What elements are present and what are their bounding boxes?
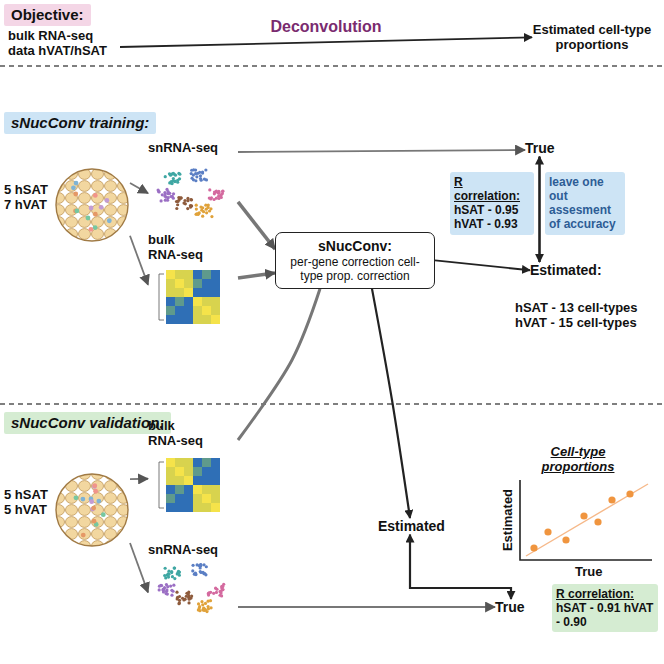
connector-arrow [410,535,511,599]
diagram-node: Estimated cell-type proportions [532,22,652,53]
node-text: snRNA-seq [148,542,238,557]
node-text: Estimated: [530,262,602,279]
connector-arrow [130,478,148,480]
node-text: bulk RNA-seq [148,418,210,449]
connector-arrow [538,157,541,262]
diagram-node: leave one out assesment of accuracy [545,172,625,235]
diagram-node: bulk RNA-seq data hVAT/hSAT [8,28,120,59]
node-text: bulk RNA-seq data hVAT/hSAT [8,28,120,59]
diagram-node: sNucConv validation: [4,412,171,434]
panel-divider [0,403,664,404]
diagram-node: R correlation:hSAT - 0.95 hVAT - 0.93 [450,172,534,235]
connector-arrow [238,273,275,278]
connector-arrow [238,150,525,152]
diagram-node: sNucConv training: [4,112,156,134]
diagram-node: 5 hSAT 7 hVAT [4,150,130,260]
plain-label: True [575,564,602,579]
diagram-node: True [495,599,525,616]
node-text: True [495,599,525,616]
diagram-node: sNucConv:per-gene correction cell-type p… [275,232,435,289]
node-text: hSAT - 0.91 hVAT - 0.90 [556,601,654,629]
connector-arrow [435,260,530,270]
node-text: True [525,140,555,157]
node-text: per-gene correction cell-type prop. corr… [282,255,428,283]
diagram-node: Estimated [378,518,445,535]
connector-arrow [130,543,148,592]
node-text: leave one out assesment of accuracy [549,175,621,232]
connector-arrow [120,37,532,47]
tissue-illustration [56,474,128,546]
node-text: sNucConv validation: [11,414,164,432]
diagram-node: 5 hSAT 5 hVAT [4,455,130,565]
tissue-illustration [56,169,128,241]
diagram-node: snRNA-seq [148,542,238,626]
connector-arrow [130,183,148,193]
node-text: 5 hSAT 7 hVAT [4,182,50,213]
node-text: Objective: [11,6,84,24]
edge-label: Deconvolution [267,18,384,37]
node-text: R correlation: [454,175,530,203]
diagram-node: Objective: [4,4,91,26]
diagram-node: True [525,140,555,157]
connector-arrow [238,202,275,249]
node-text: 5 hSAT 5 hVAT [4,487,50,518]
diagram-node: snRNA-seq [148,140,238,226]
plain-label: Cell-type proportions [528,444,628,475]
panel-divider [0,65,664,66]
umap-plot [157,168,225,218]
connector-arrow [238,289,320,440]
node-text: sNucConv: [282,238,428,255]
plain-label: Estimated [500,489,515,551]
connector-arrow [130,236,148,285]
node-text: hSAT - 0.95 hVAT - 0.93 [454,203,530,231]
diagram-node: Estimated: [530,262,602,279]
diagram-node: bulk RNA-seq [148,232,238,328]
plain-label: hSAT - 13 cell-types hVAT - 15 cell-type… [515,300,655,331]
connector-arrow [238,606,495,608]
node-text: R correlation: [556,587,654,601]
diagram-node: bulk RNA-seq [148,418,238,516]
heatmap [159,458,220,512]
node-text: Estimated [378,518,445,535]
node-text: sNucConv training: [11,114,149,132]
node-text: snRNA-seq [148,140,238,155]
diagram-node: R correlation:hSAT - 0.91 hVAT - 0.90 [552,584,658,632]
scatter-plot [520,480,652,560]
heatmap [159,270,220,324]
umap-plot [158,563,226,613]
node-text: Estimated cell-type proportions [532,22,652,53]
node-text: bulk RNA-seq [148,232,210,263]
connector-arrow [372,289,410,518]
